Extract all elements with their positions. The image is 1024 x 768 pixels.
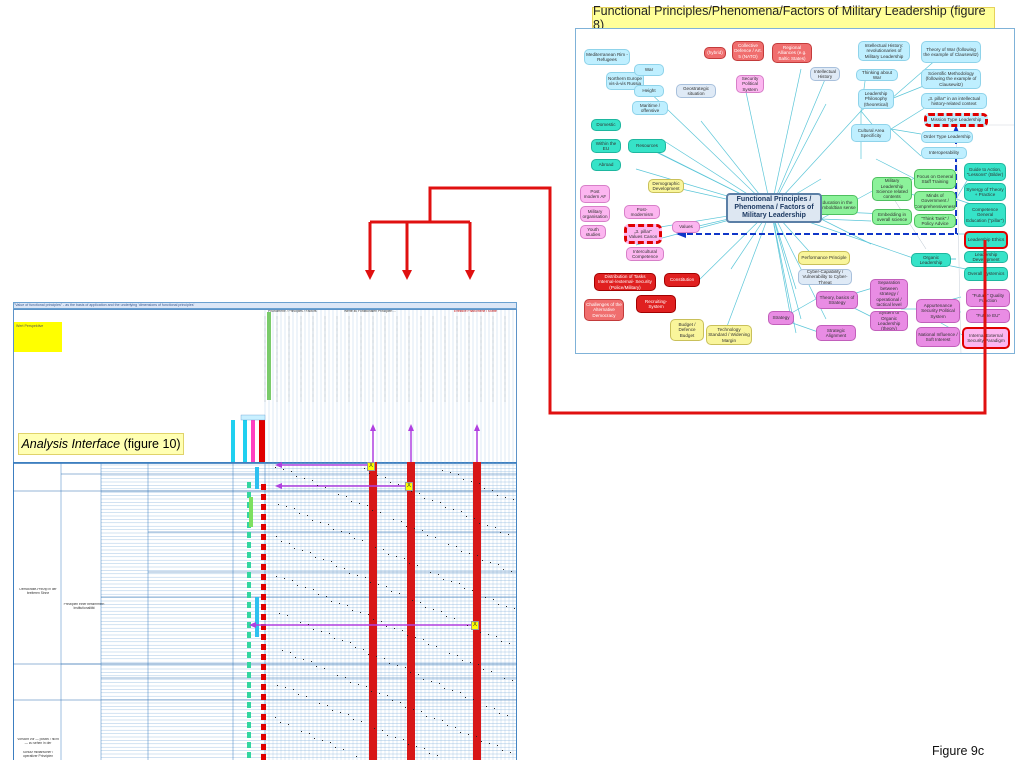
- node-technology: Technology Standard / Widening Margin: [706, 325, 752, 345]
- header-group-2: Werte zu Funktionalen Prinzipien ...: [344, 310, 396, 313]
- marker-x-2: X: [405, 482, 414, 491]
- node-theory-basics: Theory, basics of Strategy: [816, 291, 858, 309]
- mindmap-diagram: Mediterranean Rim - Refugees Northern Eu…: [575, 28, 1015, 354]
- node-separation: Separation between strategy / operationa…: [870, 279, 908, 309]
- row-group-4: Schutz militärischer / operativer Prinzi…: [22, 751, 54, 758]
- node-third-pillar-intellectual: „3. pillar" in an intellectual history-r…: [921, 93, 987, 109]
- analysis-interface-label: Analysis Interface (figure 10): [18, 433, 184, 455]
- node-think-tank: "Think Tank" / Policy Advice: [914, 214, 956, 228]
- node-post-modernism: Post-modernism: [624, 205, 660, 219]
- node-constitution: Constitution: [664, 273, 700, 287]
- node-performance: Performance Principle: [798, 251, 850, 265]
- node-future-eu: "Future EU": [966, 309, 1010, 323]
- sheet-grid-lines: [13, 310, 517, 760]
- node-collective-defence: Collective Defence / Art. 5 (NATO): [732, 41, 764, 61]
- node-military-leadership-science: Military Leadership Science related cont…: [872, 177, 912, 201]
- node-synergy: Synergy of Theory + Practice: [964, 183, 1006, 201]
- node-minds-of-government: Minds of Government / Comprehensiveness: [914, 191, 956, 211]
- node-leadership-philosophy: Leadership Philosophy (theoretical): [858, 89, 894, 109]
- node-domestic: Domestic: [591, 119, 621, 131]
- node-recruiting: Recruiting-System: [636, 295, 676, 313]
- node-center: Functional Principles / Phenomena / Fact…: [726, 193, 822, 223]
- node-theory-of-war: Theory of War (following the example of …: [921, 41, 981, 63]
- row-group-2: Prinzipien einer bestimmten Institutiona…: [63, 603, 105, 610]
- node-cyber: Cyber-Capability / Vulnerability to Cybe…: [798, 269, 852, 285]
- node-intellectual-history: Intellectual History: [810, 67, 840, 81]
- node-appurtenance: Appurtenance Security Political System: [916, 299, 960, 323]
- node-focus-general-staff: Focus on General Staff Training: [914, 169, 956, 189]
- figure9c-label: Figure 9c: [932, 744, 985, 758]
- node-future-quality: "Future" Quality Function: [966, 289, 1010, 307]
- node-organic-leadership: Organic Leadership: [911, 253, 951, 267]
- node-thinking-about-war: Thinking about War: [856, 69, 898, 81]
- header-group-3: Effektive Phänomene / Kräfte: [454, 310, 497, 313]
- node-guide-to-action: Guide to Action, "Lessons" (Bilder): [964, 163, 1006, 181]
- node-embedding: Embedding in overall science: [872, 209, 912, 225]
- node-within-eu: Within the EU: [591, 139, 621, 153]
- node-mediterranean: Mediterranean Rim - Refugees: [584, 49, 630, 65]
- node-strategy: Strategy: [768, 311, 794, 325]
- node-challenges: Challenges of the Alternative Democracy: [584, 299, 624, 321]
- node-height: Height: [634, 85, 664, 97]
- node-intercultural: Intercultural Competence: [626, 247, 664, 261]
- node-regional-alliances: Regional Alliances (e.g. Baltic States): [772, 43, 812, 63]
- node-maritime: Maritime / offensive: [632, 101, 668, 115]
- node-war: War: [634, 64, 664, 76]
- marker-x-3: X: [471, 621, 480, 630]
- node-order-type-leadership: Order Type Leadership: [921, 131, 973, 143]
- node-budget: Budget / Defence Budget: [670, 319, 704, 341]
- node-geostrategic: Geostrategic situation: [676, 84, 716, 98]
- node-abroad: Abroad: [591, 159, 621, 171]
- node-cultural-area: Cultural Area Specificity: [851, 124, 891, 142]
- node-mission-type-leadership: Mission Type Leadership: [924, 113, 988, 127]
- node-strategic-alignment: Strategic Alignment: [816, 325, 856, 341]
- node-hybrid: (hybrid): [704, 47, 726, 59]
- node-resources: Resources: [628, 139, 666, 153]
- node-third-pillar-values: „3. pillar" Values Canon: [624, 224, 662, 244]
- node-national-influence: National Influence / Soft Interest: [916, 327, 960, 347]
- node-system-organic: System of Organic Leadership (theory): [870, 311, 908, 331]
- analysis-label-italic: Analysis Interface: [21, 437, 121, 451]
- row-group-1: Demokratie-Prinzip in der breiteren Sinn…: [19, 588, 57, 595]
- node-scientific-methodology: Scientific Methodology (following the ex…: [921, 69, 981, 89]
- analysis-sheet: "Value of functional principles" - as th…: [13, 302, 517, 760]
- yellow-cell: Wert Perspektive: [14, 322, 62, 352]
- analysis-label-rest: (figure 10): [120, 437, 181, 451]
- node-values: Values: [672, 221, 700, 233]
- node-distribution: Distribution of Tasks Internal-/external…: [594, 273, 656, 291]
- node-demographic: Demographic Development: [648, 179, 684, 193]
- node-post-modern-af: Post modern AF: [580, 185, 610, 203]
- row-group-3: Vorsicht vor — positiv / nicht — zu sehe…: [17, 738, 59, 745]
- marker-x-1: X: [367, 462, 376, 471]
- sheet-title: "Value of functional principles" - as th…: [13, 302, 517, 309]
- node-competence: Competence General Education ("pillar"): [964, 203, 1006, 227]
- node-security-political: Security Political System: [736, 75, 764, 93]
- figure8-title: Functional Principles/Phenomena/Factors …: [592, 4, 995, 32]
- node-interoperability: Interoperability: [921, 147, 967, 159]
- node-military-organisation: Military organisation: [580, 206, 610, 222]
- node-intellectual-history-revolutionaries: Intellectual History: revolutionaries of…: [858, 41, 910, 61]
- node-youth-studies: Youth studies: [580, 225, 606, 239]
- header-group-1: Phänomene / Principles / Factors: [268, 310, 317, 313]
